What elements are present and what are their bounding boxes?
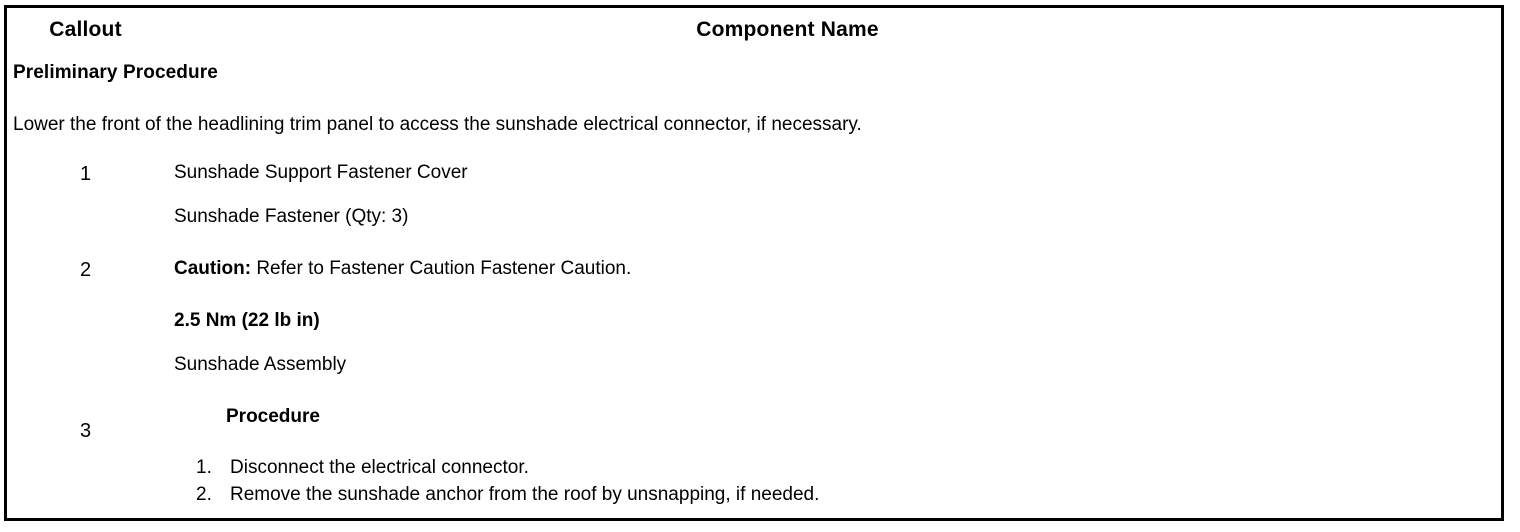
preliminary-procedure-text: Lower the front of the headlining trim p… (13, 114, 862, 135)
callout-cell-1: 1 (5, 152, 164, 196)
preliminary-procedure-cell: Preliminary Procedure Lower the front of… (5, 52, 1503, 152)
preliminary-procedure-row: Preliminary Procedure Lower the front of… (5, 52, 1503, 152)
component-name-text: Sunshade Support Fastener Cover (174, 162, 468, 183)
component-name-text: Sunshade Fastener (Qty: 3) (174, 206, 409, 227)
callout-number: 3 (79, 420, 92, 442)
callout-cell-3: 3 (5, 344, 164, 520)
torque-specification: 2.5 Nm (22 lb in) (174, 310, 320, 331)
table-row: 1 Sunshade Support Fastener Cover (5, 152, 1503, 196)
callout-number: 1 (79, 163, 92, 185)
component-callout-table: Callout Component Name Preliminary Proce… (4, 5, 1504, 521)
column-header-callout: Callout (49, 18, 122, 41)
component-name-text: Sunshade Assembly (174, 354, 347, 375)
table-row: 3 Sunshade Assembly Procedure Disconnect… (5, 344, 1503, 520)
procedure-step-list: Disconnect the electrical connector. Rem… (174, 454, 1493, 508)
component-cell-1: Sunshade Support Fastener Cover (164, 152, 1503, 196)
table-header-row: Callout Component Name (5, 6, 1503, 52)
column-header-component-name: Component Name (696, 18, 879, 41)
callout-cell-2: 2 (5, 196, 164, 344)
header-cell-component-name: Component Name (164, 6, 1503, 52)
component-cell-2: Sunshade Fastener (Qty: 3) Caution: Refe… (164, 196, 1503, 344)
header-cell-callout: Callout (5, 6, 164, 52)
list-item: Disconnect the electrical connector. (196, 454, 529, 481)
table-row: 2 Sunshade Fastener (Qty: 3) Caution: Re… (5, 196, 1503, 344)
caution-label: Caution: (174, 258, 252, 279)
callout-number: 2 (79, 259, 92, 281)
procedure-heading: Procedure (226, 406, 320, 427)
preliminary-procedure-title: Preliminary Procedure (13, 62, 218, 83)
component-cell-3: Sunshade Assembly Procedure Disconnect t… (164, 344, 1503, 520)
caution-note: Caution: Refer to Fastener Caution Faste… (174, 256, 1493, 282)
list-item: Remove the sunshade anchor from the roof… (196, 481, 820, 508)
caution-text: Refer to Fastener Caution Fastener Cauti… (251, 258, 632, 279)
